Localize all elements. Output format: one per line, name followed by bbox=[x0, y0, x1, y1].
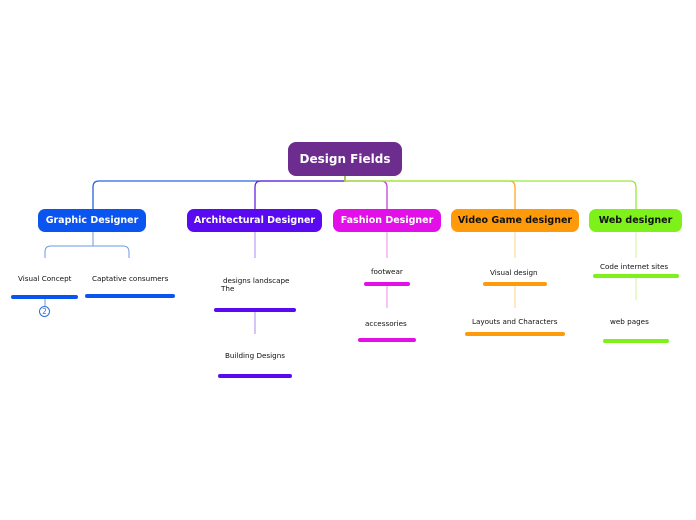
subtopic-visual-concept-underline bbox=[11, 295, 78, 299]
subtopic-footwear-underline bbox=[364, 282, 410, 286]
branch-label: Architectural Designer bbox=[193, 215, 316, 226]
central-topic-label: Design Fields bbox=[299, 152, 391, 166]
subtopic-layouts-and-characters[interactable]: Layouts and Characters bbox=[472, 317, 558, 326]
branch-video-game-designer[interactable]: Video Game designer bbox=[451, 209, 579, 232]
branch-graphic-designer[interactable]: Graphic Designer bbox=[38, 209, 146, 232]
subtopic-visual-design[interactable]: Visual design bbox=[490, 268, 538, 277]
branch-web-designer[interactable]: Web designer bbox=[589, 209, 682, 232]
connector-graphic-fork bbox=[44, 232, 130, 258]
subtopic-layouts-and-characters-underline bbox=[465, 332, 565, 336]
subtopic-footwear[interactable]: footwear bbox=[371, 267, 403, 276]
branch-label: Web designer bbox=[598, 215, 673, 226]
branch-fashion-designer[interactable]: Fashion Designer bbox=[333, 209, 441, 232]
subtopic-code-internet-sites[interactable]: Code internet sites bbox=[600, 262, 669, 271]
central-topic[interactable]: Design Fields bbox=[288, 142, 402, 176]
branch-label: Graphic Designer bbox=[45, 215, 139, 226]
subtopic-code-internet-sites-underline bbox=[593, 274, 679, 278]
subtopic-captative-consumers-underline bbox=[85, 294, 175, 298]
subtopic-building-designs-underline bbox=[218, 374, 292, 378]
subtopic-web-pages[interactable]: web pages bbox=[610, 317, 649, 326]
connector-graphic bbox=[92, 176, 346, 209]
collapsed-count-badge[interactable]: 2 bbox=[39, 306, 50, 317]
branch-architectural-designer[interactable]: Architectural Designer bbox=[187, 209, 322, 232]
subtopic-designs-landscape-line2: The bbox=[221, 284, 235, 293]
subtopic-visual-concept[interactable]: Visual Concept bbox=[18, 274, 72, 283]
subtopic-designs-landscape-underline bbox=[214, 308, 296, 312]
subtopic-designs-landscape[interactable]: designs landscape bbox=[223, 276, 290, 285]
subtopic-building-designs[interactable]: Building Designs bbox=[225, 351, 286, 360]
branch-label: Video Game designer bbox=[457, 215, 573, 226]
subtopic-accessories-underline bbox=[358, 338, 416, 342]
subtopic-visual-design-underline bbox=[483, 282, 547, 286]
connector-architectural bbox=[254, 176, 346, 209]
subtopic-web-pages-underline bbox=[603, 339, 669, 343]
subtopic-captative-consumers[interactable]: Captative consumers bbox=[92, 274, 169, 283]
branch-label: Fashion Designer bbox=[340, 215, 434, 226]
connector-web bbox=[344, 176, 637, 209]
subtopic-accessories[interactable]: accessories bbox=[365, 319, 407, 328]
